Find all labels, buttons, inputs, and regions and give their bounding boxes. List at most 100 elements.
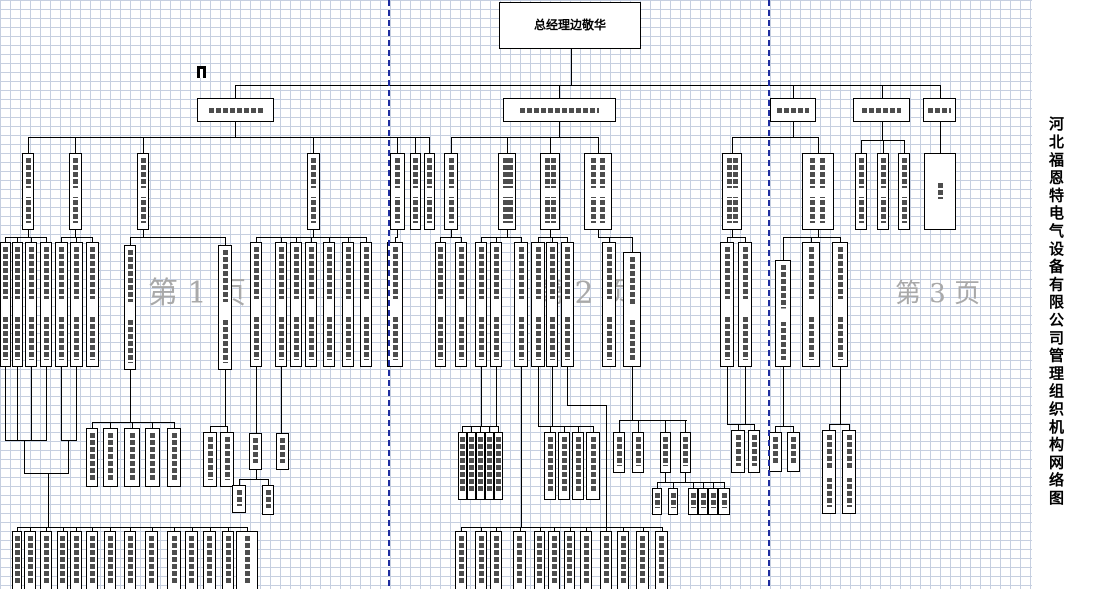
org-node-level-6[interactable] (534, 531, 545, 589)
org-node-level-5[interactable] (842, 430, 856, 514)
org-node-level-5[interactable] (613, 432, 625, 473)
org-node-level-4[interactable] (832, 242, 848, 367)
org-node-level-4[interactable] (323, 242, 335, 367)
org-node-level-3[interactable] (498, 153, 516, 230)
org-node-level-6[interactable] (167, 531, 181, 589)
org-node-level-5[interactable] (688, 488, 698, 515)
org-node-level-3[interactable] (540, 153, 560, 230)
org-node-level-5[interactable] (458, 432, 467, 500)
org-node-level-5[interactable] (708, 488, 718, 515)
org-node-level-4[interactable] (342, 242, 354, 367)
org-node-level-4[interactable] (124, 245, 136, 370)
org-node-level-4[interactable] (86, 242, 99, 367)
org-node-level-5[interactable] (262, 485, 274, 515)
org-node-level-5[interactable] (167, 428, 181, 487)
org-node-level-3[interactable] (410, 153, 421, 230)
org-node-level-2[interactable] (853, 98, 910, 122)
org-node-level-5[interactable] (652, 488, 662, 515)
org-node-level-5[interactable] (103, 428, 118, 487)
org-node-level-3[interactable] (584, 153, 612, 230)
org-node-level-5[interactable] (558, 432, 570, 500)
org-node-level-4[interactable] (561, 242, 574, 367)
org-node-level-3[interactable] (924, 153, 956, 230)
org-node-level-5[interactable] (485, 432, 494, 500)
org-node-level-3[interactable] (69, 153, 82, 230)
org-node-level-5[interactable] (86, 428, 98, 487)
org-node-level-4[interactable] (250, 242, 262, 367)
org-node-level-4[interactable] (775, 260, 791, 367)
general-manager-node[interactable]: 总经理边敬华 (499, 2, 641, 49)
org-node-level-4[interactable] (70, 242, 83, 367)
org-node-level-5[interactable] (476, 432, 485, 500)
org-node-level-4[interactable] (290, 242, 302, 367)
org-node-level-4[interactable] (602, 242, 616, 367)
org-node-level-4[interactable] (0, 242, 11, 367)
org-node-level-4[interactable] (435, 242, 446, 367)
org-node-level-4[interactable] (738, 242, 752, 367)
org-node-level-3[interactable] (898, 153, 910, 230)
org-node-level-5[interactable] (680, 432, 691, 473)
org-node-level-6[interactable] (636, 531, 649, 589)
org-node-level-6[interactable] (185, 531, 198, 589)
page-break-line[interactable] (768, 0, 770, 589)
org-node-level-4[interactable] (546, 242, 558, 367)
org-node-level-3[interactable] (855, 153, 867, 230)
org-node-level-4[interactable] (55, 242, 68, 367)
org-node-level-3[interactable] (802, 153, 834, 230)
org-node-level-5[interactable] (220, 432, 234, 487)
org-node-level-6[interactable] (513, 531, 526, 589)
org-node-level-4[interactable] (802, 242, 820, 367)
org-node-level-3[interactable] (424, 153, 435, 230)
org-node-level-5[interactable] (145, 428, 160, 487)
org-node-level-5[interactable] (698, 488, 708, 515)
org-node-level-6[interactable] (104, 531, 116, 589)
org-node-level-5[interactable] (203, 432, 217, 487)
org-node-level-5[interactable] (467, 432, 476, 500)
org-node-level-6[interactable] (12, 531, 22, 589)
org-node-level-4[interactable] (455, 242, 467, 367)
org-node-level-6[interactable] (455, 531, 467, 589)
org-node-level-4[interactable] (275, 242, 287, 367)
org-node-level-4[interactable] (387, 242, 403, 367)
org-node-level-6[interactable] (70, 531, 82, 589)
org-node-level-6[interactable] (24, 531, 36, 589)
org-node-level-4[interactable] (475, 242, 487, 367)
org-node-level-2[interactable] (197, 98, 274, 122)
org-node-level-6[interactable] (236, 531, 258, 589)
org-node-level-6[interactable] (222, 531, 234, 589)
org-node-level-6[interactable] (617, 531, 629, 589)
org-node-level-3[interactable] (444, 153, 458, 230)
org-node-level-6[interactable] (548, 531, 560, 589)
org-node-level-6[interactable] (475, 531, 487, 589)
org-node-level-5[interactable] (544, 432, 556, 500)
org-node-level-6[interactable] (564, 531, 575, 589)
org-node-level-5[interactable] (787, 432, 800, 472)
org-node-level-2[interactable] (503, 98, 616, 122)
org-node-level-4[interactable] (623, 252, 641, 367)
org-node-level-5[interactable] (586, 432, 600, 500)
org-node-level-4[interactable] (40, 242, 52, 367)
org-node-level-6[interactable] (490, 531, 502, 589)
org-node-level-6[interactable] (57, 531, 68, 589)
org-node-level-4[interactable] (720, 242, 734, 367)
org-node-level-2[interactable] (923, 98, 956, 122)
org-node-level-4[interactable] (218, 245, 232, 370)
org-node-level-5[interactable] (572, 432, 584, 500)
org-node-level-5[interactable] (731, 430, 745, 473)
org-node-level-4[interactable] (360, 242, 372, 367)
org-node-level-5[interactable] (668, 488, 678, 515)
org-node-level-5[interactable] (769, 432, 782, 472)
org-node-level-4[interactable] (25, 242, 37, 367)
org-node-level-6[interactable] (86, 531, 98, 589)
org-node-level-5[interactable] (124, 428, 140, 487)
org-node-level-4[interactable] (305, 242, 317, 367)
org-node-level-5[interactable] (718, 488, 730, 515)
org-node-level-4[interactable] (490, 242, 502, 367)
org-node-level-5[interactable] (822, 430, 836, 514)
org-node-level-3[interactable] (307, 153, 320, 230)
org-node-level-5[interactable] (748, 430, 760, 473)
org-node-level-5[interactable] (276, 433, 289, 470)
org-node-level-5[interactable] (632, 432, 644, 473)
org-node-level-6[interactable] (580, 531, 592, 589)
